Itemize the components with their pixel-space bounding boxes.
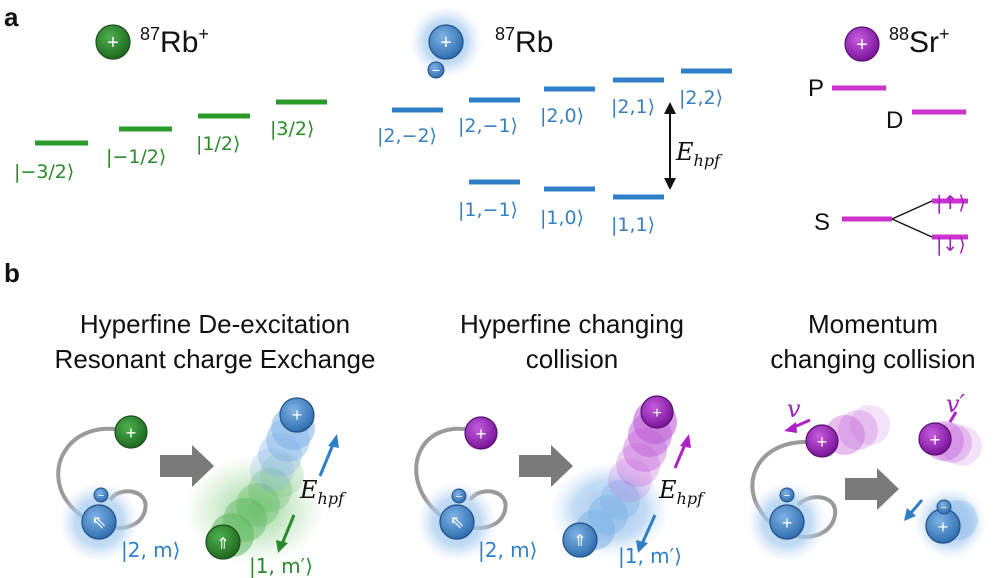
svg-text:⇑: ⇑ [573, 531, 586, 550]
purple-ion-3-after [918, 422, 952, 456]
svg-text:+: + [782, 513, 793, 533]
title-1-line-1: Hyperfine De-excitation [80, 309, 350, 339]
rb-atom-icon: + − [410, 6, 482, 79]
rb-atom-upper-5: |2,2⟩ [679, 87, 723, 109]
initial-state-2: |2, m⟩ [478, 538, 537, 562]
rb-atom-lower-2: |1,0⟩ [540, 207, 584, 229]
svg-text:+: + [856, 34, 868, 56]
velocity-before: v [787, 395, 801, 423]
process-arrow-2 [519, 445, 573, 487]
title-3-line-2: changing collision [770, 344, 975, 374]
svg-text:⇖: ⇖ [449, 512, 464, 533]
rb-ion-level-3: |1/2⟩ [196, 133, 240, 155]
scenario-2: + ⇖ − ⇑ + Ehpf |2, m⟩ [414, 395, 706, 568]
sr-state-up: |↑⟩ [936, 192, 966, 214]
svg-text:+: + [930, 430, 941, 450]
sr-ion-label: 88Sr+ [889, 24, 950, 59]
blue-trail-2: ⇑ [550, 462, 670, 558]
panel-label-b: b [4, 258, 20, 288]
rb-atom-upper-bars [392, 68, 732, 113]
svg-text:−: − [784, 490, 790, 502]
svg-text:+: + [938, 517, 949, 537]
scenario-1: + ⇖ − ⇑ + [56, 397, 347, 578]
rb-atom-upper-4: |2,1⟩ [611, 96, 655, 118]
velocity-after: v′ [946, 390, 966, 418]
svg-text:⇑: ⇑ [216, 534, 229, 553]
sr-level-p: P [808, 75, 824, 102]
rb-atom-label: 87Rb [495, 24, 553, 59]
purple-ion-2 [464, 416, 498, 450]
hyperfine-energy-label: Ehpf [675, 138, 723, 170]
title-1-line-2: Resonant charge Exchange [55, 344, 376, 374]
panel-label-a: a [4, 2, 19, 32]
process-arrow-3 [845, 468, 899, 510]
rb-atom-upper-1: |2,−2⟩ [377, 125, 437, 147]
rb-ion-label: 87Rb+ [140, 24, 209, 59]
sr-level-d: D [886, 107, 903, 134]
svg-text:+: + [292, 405, 303, 425]
final-state-1: |1, m′⟩ [249, 554, 313, 578]
rb-ion-icon: + [95, 24, 131, 60]
svg-text:−: − [456, 491, 462, 503]
hyperfine-gap-arrow [664, 102, 676, 190]
svg-text:−: − [941, 502, 947, 514]
svg-text:+: + [440, 32, 452, 54]
scenario-3: + v + − + v′ + − [747, 390, 986, 562]
blue-trail: + [250, 397, 315, 492]
rb-atom-upper-3: |2,0⟩ [540, 105, 584, 127]
rb-atom-lower-3: |1,1⟩ [611, 214, 655, 236]
svg-text:+: + [817, 432, 828, 452]
svg-text:+: + [476, 424, 487, 444]
sr-state-down: |↓⟩ [936, 234, 966, 256]
blue-atom-core-1 [81, 504, 117, 540]
purple-ion-3-before [805, 424, 839, 458]
svg-text:+: + [652, 405, 661, 422]
title-3-line-1: Momentum [808, 309, 938, 339]
title-2-line-1: Hyperfine changing [460, 309, 684, 339]
rb-ion-level-2: |−1/2⟩ [106, 146, 166, 168]
sr-level-s: S [814, 209, 830, 236]
sr-splitting-lines [891, 200, 933, 238]
initial-state-1: |2, m⟩ [121, 538, 180, 562]
rb-ion-level-4: |3/2⟩ [270, 118, 314, 140]
final-state-2: |1, m′⟩ [618, 544, 682, 568]
green-ion-1 [114, 415, 148, 449]
svg-text:−: − [98, 490, 104, 502]
svg-text:+: + [107, 32, 119, 54]
svg-text:⇖: ⇖ [91, 512, 106, 533]
rb-ion-level-bars [35, 99, 327, 146]
sr-ion-icon: + [844, 26, 880, 62]
sr-level-bars [832, 85, 968, 240]
rb-atom-lower-1: |1,−1⟩ [458, 199, 518, 221]
purple-trail-2: + [608, 395, 677, 502]
title-2-line-2: collision [526, 344, 619, 374]
rb-ion-level-1: |−3/2⟩ [14, 161, 74, 183]
hyperfine-energy-label-1: Ehpf [299, 476, 347, 508]
hyperfine-energy-label-2: Ehpf [658, 476, 706, 508]
rb-atom-upper-2: |2,−1⟩ [458, 115, 518, 137]
green-trail: ⇑ [185, 453, 325, 565]
rb-atom-lower-bars [469, 179, 664, 200]
svg-text:−: − [432, 62, 440, 78]
svg-text:+: + [126, 423, 137, 443]
